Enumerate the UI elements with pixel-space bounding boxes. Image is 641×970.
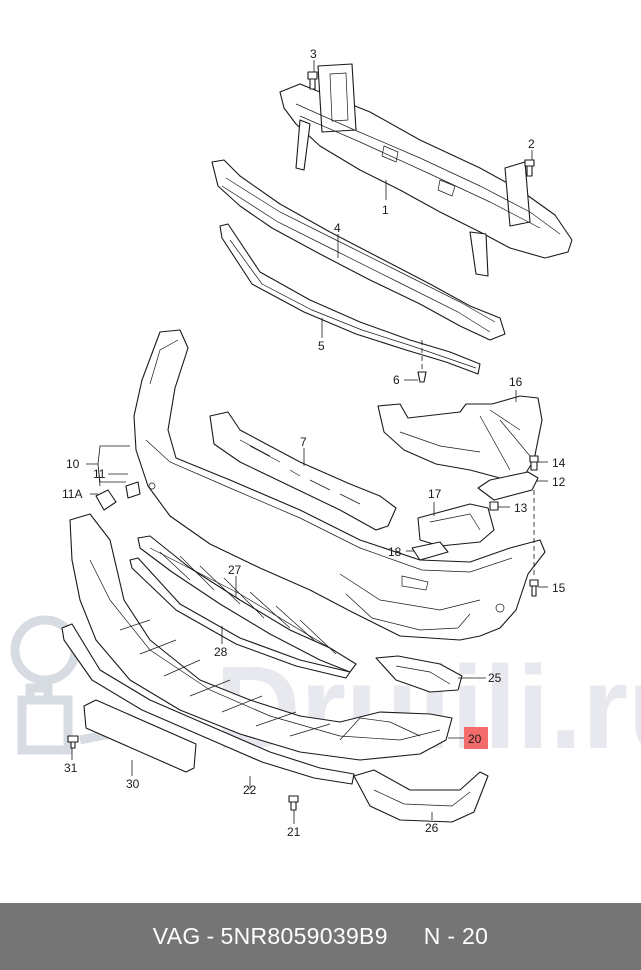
part-17-tow-eye-cover-bracket	[417, 503, 495, 547]
callout-27: 27	[228, 563, 242, 577]
leader-lines	[71, 60, 548, 824]
part-7-center-absorber	[209, 411, 397, 531]
part-27-grille	[137, 535, 357, 673]
part-5-lower-beam	[219, 223, 481, 375]
part-1-carrier	[279, 63, 573, 277]
part-10-bumper-cover	[133, 329, 546, 641]
part-info-footer: VAG - 5NR8059039B9 N - 20	[0, 903, 641, 970]
part-11a-cap	[95, 489, 117, 511]
part-15-screw	[529, 490, 539, 597]
callout-6: 6	[393, 373, 400, 387]
separator: -	[206, 923, 215, 949]
callout-20: 20	[468, 732, 482, 746]
part-16-guide-bracket	[377, 395, 543, 479]
callouts: 3 2 1 4 5 6 16 7 10 11 11A 14 12 13 17 1…	[62, 47, 566, 839]
part-14-bolt	[529, 455, 539, 471]
callout-28: 28	[214, 645, 228, 659]
brand-label: VAG	[152, 923, 201, 949]
part-28-trim	[129, 557, 351, 679]
callout-10: 10	[66, 457, 80, 471]
part-2-screw	[524, 159, 535, 177]
part-30-plate-holder	[83, 699, 197, 773]
callout-2: 2	[528, 137, 535, 151]
part-11-plug	[125, 481, 141, 499]
part-22-spoiler	[61, 623, 355, 785]
part-4-impact-absorber	[211, 159, 506, 341]
part-18-cap	[411, 541, 449, 561]
callout-21: 21	[287, 825, 301, 839]
callout-15: 15	[552, 581, 566, 595]
exploded-parts-diagram: Drulili.ru	[10, 47, 641, 839]
callout-7: 7	[300, 435, 307, 449]
part-26-trim-strip	[353, 769, 489, 823]
callout-11a: 11A	[62, 487, 82, 501]
callout-12: 12	[552, 475, 566, 489]
part-6-clip	[417, 340, 427, 383]
callout-14: 14	[552, 456, 566, 470]
part-31-screw	[67, 735, 79, 749]
callout-17: 17	[428, 487, 442, 501]
callout-16: 16	[509, 375, 523, 389]
part-20-lower-grille	[69, 513, 453, 761]
callout-4: 4	[334, 221, 341, 235]
part-25-insert	[375, 655, 463, 693]
callout-18: 18	[388, 545, 402, 559]
callout-30: 30	[126, 777, 140, 791]
highlight-box	[464, 727, 488, 749]
part-13-nut	[489, 501, 499, 511]
callout-3: 3	[310, 47, 317, 61]
callout-25: 25	[488, 671, 502, 685]
callout-26: 26	[425, 821, 439, 835]
part-21-screw	[288, 795, 299, 811]
position-label: N - 20	[423, 923, 489, 949]
callout-13: 13	[514, 501, 528, 515]
part-3-screw	[307, 71, 318, 90]
part-12-bracket	[477, 471, 539, 501]
callout-5: 5	[318, 339, 325, 353]
callout-11: 11	[93, 467, 106, 481]
callout-31: 31	[64, 761, 78, 775]
part-number: 5NR8059039B9	[220, 923, 388, 949]
callout-1: 1	[382, 203, 389, 217]
callout-22: 22	[243, 783, 257, 797]
